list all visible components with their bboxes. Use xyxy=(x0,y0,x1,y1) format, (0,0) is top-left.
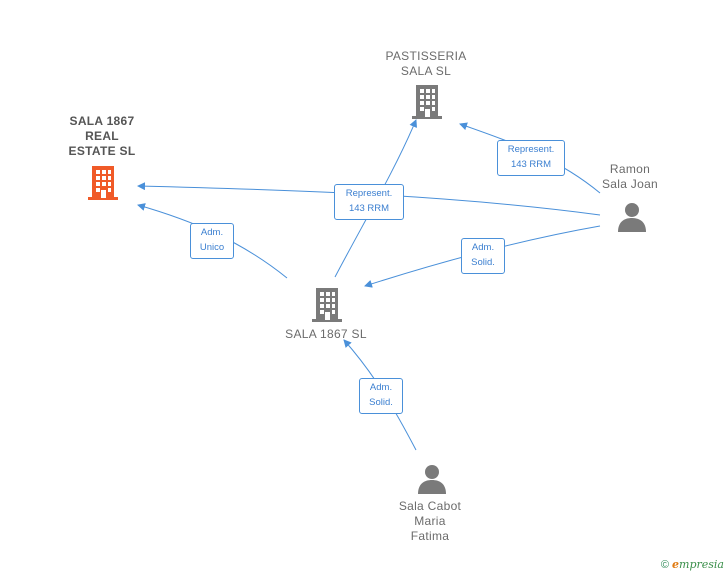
brand-logo: empresia xyxy=(672,558,724,571)
node-label-line: SALA SL xyxy=(400,64,452,78)
node-label-line: SALA 1867 xyxy=(69,114,135,128)
edge-label-line: Solid. xyxy=(471,257,495,268)
node-label-line: Sala Cabot xyxy=(398,499,462,513)
edge-label-line: Unico xyxy=(199,242,225,253)
edge-label-line: Adm. xyxy=(200,227,224,238)
edge-label-adm-unico[interactable]: Adm. Unico xyxy=(190,223,234,259)
node-label-sala-1867-sl: SALA 1867 SL xyxy=(266,327,386,342)
node-label-line: Maria xyxy=(414,514,446,528)
edge-label-represent[interactable]: Represent. 143 RRM xyxy=(497,140,565,176)
node-label-sala-1867-real-estate: SALA 1867 REAL ESTATE SL xyxy=(52,114,152,159)
edge-label-line: Adm. xyxy=(471,242,495,253)
edge-label-represent[interactable]: Represent. 143 RRM xyxy=(334,184,404,220)
edge-label-line: Represent. xyxy=(345,188,393,199)
footer-brand: © empresia xyxy=(661,558,724,571)
edge-label-line: Solid. xyxy=(369,397,393,408)
node-label-line: Ramon xyxy=(609,162,651,176)
edge-label-line: Represent. xyxy=(507,144,555,155)
node-label-line: Sala Joan xyxy=(601,177,659,191)
node-label-line: ESTATE SL xyxy=(68,144,136,158)
brand-logo-text: mpresia xyxy=(679,558,724,571)
node-label-line: Fatima xyxy=(410,529,450,543)
building-icon[interactable] xyxy=(86,164,120,200)
edge-label-adm-solid[interactable]: Adm. Solid. xyxy=(461,238,505,274)
person-icon[interactable] xyxy=(417,464,447,494)
building-icon[interactable] xyxy=(410,83,444,119)
edge-label-line: Adm. xyxy=(369,382,393,393)
node-label-ramon-sala-joan: Ramon Sala Joan xyxy=(590,162,670,192)
person-icon[interactable] xyxy=(617,202,647,232)
edge-label-line: 143 RRM xyxy=(348,203,390,214)
node-label-line: REAL xyxy=(85,129,119,143)
edge-label-adm-solid[interactable]: Adm. Solid. xyxy=(359,378,403,414)
brand-logo-e: e xyxy=(672,558,680,571)
node-label-line: SALA 1867 SL xyxy=(285,327,367,341)
edge-label-line: 143 RRM xyxy=(510,159,552,170)
copyright-icon: © xyxy=(660,559,669,571)
node-label-sala-cabot-maria-fatima: Sala Cabot Maria Fatima xyxy=(382,499,478,544)
building-icon[interactable] xyxy=(310,286,344,322)
node-label-line: PASTISSERIA xyxy=(385,49,467,63)
node-label-pastisseria-sala: PASTISSERIA SALA SL xyxy=(366,49,486,79)
